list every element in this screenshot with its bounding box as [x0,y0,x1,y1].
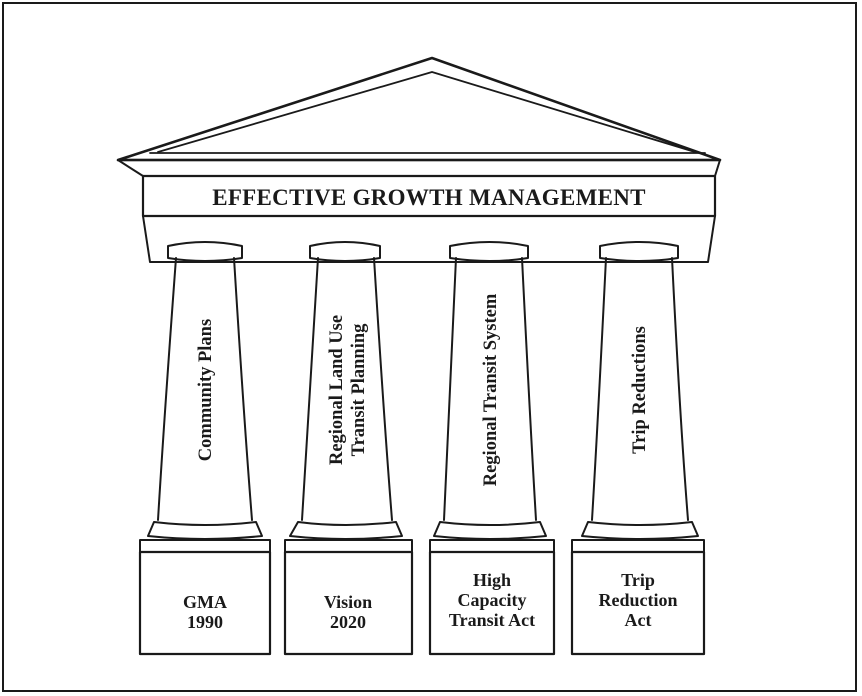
pediment-inner [157,71,696,153]
entablature [141,174,717,218]
roof-label: EFFECTIVE GROWTH MANAGEMENT [212,185,646,210]
pillar-2-base-line-2: 2020 [330,612,366,632]
pillar-1 [138,241,272,656]
pillar-1-base-line-1: GMA [183,592,227,612]
pillar-1-base-line-2: 1990 [187,612,223,632]
pillar-4-base-line-2: Reduction [598,590,677,610]
pillar-4 [570,241,706,656]
pediment [116,56,722,162]
pillar-4-base-line-1: Trip [621,570,655,590]
pillar-4-column-label: Trip Reductions [630,326,650,454]
pillar-3-base-line-1: High [473,570,511,590]
pillar-3-base-line-3: Transit Act [449,610,535,630]
pillar-2-column-label-line-2: Transit Planning [349,323,369,457]
pillar-3-column-label: Regional Transit System [481,293,501,486]
pillar-4-base-line-3: Act [625,610,652,630]
architrave [142,215,716,263]
pillar-2 [283,241,414,656]
pillar-2-column-label-line-1: Regional Land Use [327,315,347,465]
pillar-1-column-label: Community Plans [196,319,216,461]
pillar-2-base-line-1: Vision [324,592,372,612]
pillar-3 [428,241,556,656]
pillar-3-base-line-2: Capacity [458,590,527,610]
